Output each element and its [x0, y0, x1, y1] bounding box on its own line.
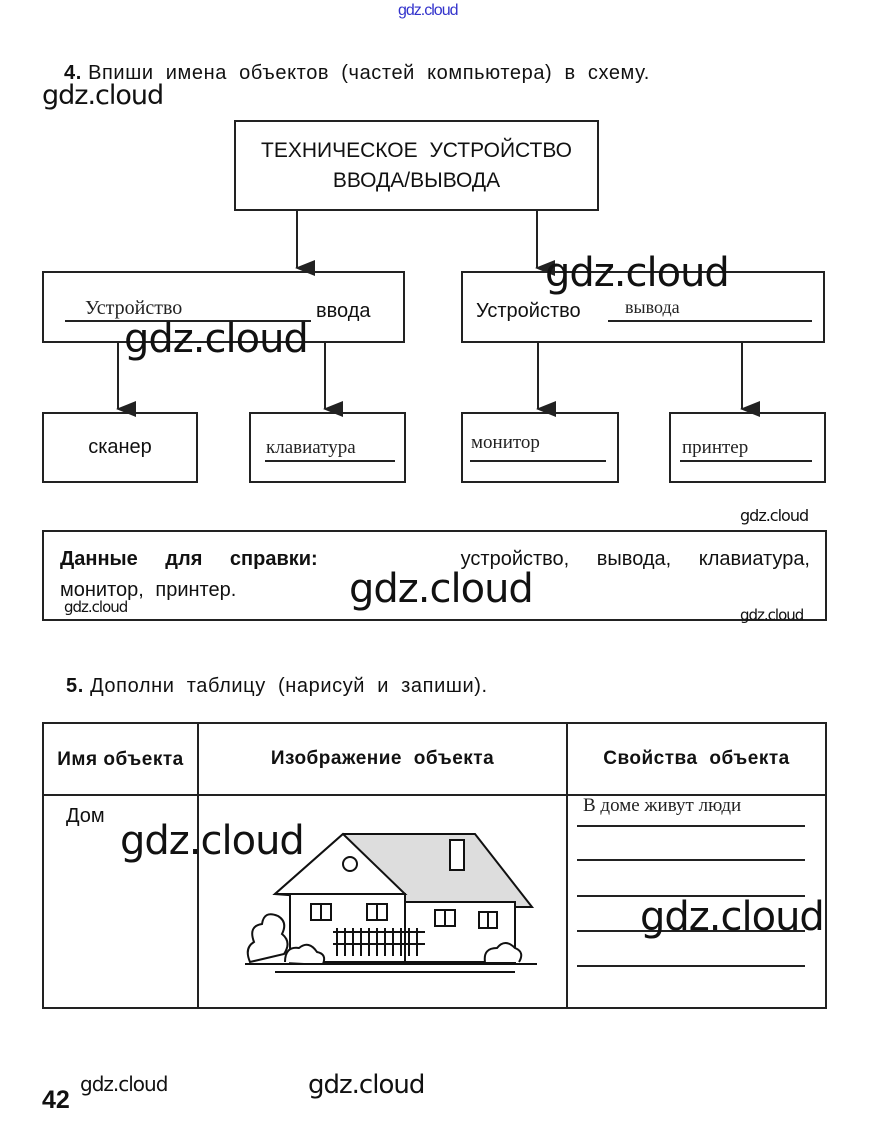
diagram-arrows: [116, 210, 760, 417]
header-properties: Свойства объекта: [603, 748, 790, 769]
house-drawing: [245, 832, 537, 973]
page-number: 42: [42, 1086, 70, 1114]
watermark: gdz.cloud: [308, 1070, 425, 1100]
output-answer: вывода: [625, 297, 680, 317]
input-printed: ввода: [316, 300, 371, 322]
monitor-answer: монитор: [471, 432, 540, 453]
watermark: gdz.cloud: [740, 606, 804, 624]
root-box-line2: ВВОДА/ВЫВОДА: [332, 168, 501, 192]
answer-line: [680, 460, 812, 462]
root-box: ТЕХНИЧЕСКОЕ УСТРОЙСТВО ВВОДА/ВЫВОДА: [234, 120, 599, 211]
answer-line: [577, 930, 805, 932]
reference-line1: Данные для справки: устройство, вывода, …: [60, 548, 810, 570]
answer-line: [577, 859, 805, 861]
watermark: gdz.cloud: [42, 80, 164, 111]
answer-line: [577, 895, 805, 897]
output-device-box: [461, 271, 825, 343]
answer-line: [608, 320, 812, 322]
watermark: gdz.cloud: [80, 1072, 168, 1096]
header-name: Имя объекта: [57, 748, 184, 770]
scanner-box: сканер: [42, 412, 198, 483]
keyboard-box: [249, 412, 406, 483]
answer-line: [265, 460, 395, 462]
printer-box: [669, 412, 826, 483]
watermark: gdz.cloud: [120, 818, 305, 864]
answer-line: [577, 825, 805, 827]
answer-line: [577, 965, 805, 967]
watermark: gdz.cloud: [398, 2, 458, 19]
watermark: gdz.cloud: [349, 566, 534, 612]
property-answer: В доме живут люди: [583, 795, 742, 816]
column-divider: [566, 722, 568, 1009]
root-box-line1: ТЕХНИЧЕСКОЕ УСТРОЙСТВО: [261, 138, 572, 162]
task5-number: 5.: [66, 675, 84, 697]
printer-answer: принтер: [682, 437, 749, 458]
input-device-box: [42, 271, 405, 343]
watermark: gdz.cloud: [124, 316, 309, 362]
scanner-label: сканер: [88, 436, 152, 458]
answer-line: [470, 460, 606, 462]
watermark: gdz.cloud: [640, 894, 825, 940]
keyboard-answer: клавиатура: [266, 437, 356, 458]
answer-line: [65, 320, 311, 322]
reference-label: Данные для справки:: [60, 548, 318, 570]
monitor-box: [461, 412, 619, 483]
task4-instruction: Впиши имена объектов (частей компьютера)…: [88, 62, 650, 84]
watermark: gdz.cloud: [545, 250, 730, 296]
reference-line2: монитор, принтер.: [60, 579, 237, 601]
task5-heading: 5. Дополни таблицу (нарисуй и запиши).: [66, 675, 488, 698]
output-printed: Устройство: [476, 300, 581, 322]
input-answer: Устройство: [85, 297, 183, 319]
watermark: gdz.cloud: [740, 506, 809, 525]
object-name: Дом: [66, 805, 105, 827]
column-divider: [197, 722, 199, 1009]
watermark: gdz.cloud: [64, 598, 128, 616]
header-divider: [42, 794, 827, 796]
reference-box: [42, 530, 827, 621]
objects-table: [42, 722, 827, 1009]
task5-instruction: Дополни таблицу (нарисуй и запиши).: [90, 675, 488, 697]
header-image: Изображение объекта: [270, 748, 495, 769]
task4-number: 4.: [64, 62, 82, 84]
task4-heading: 4. Впиши имена объектов (частей компьюте…: [64, 62, 650, 85]
